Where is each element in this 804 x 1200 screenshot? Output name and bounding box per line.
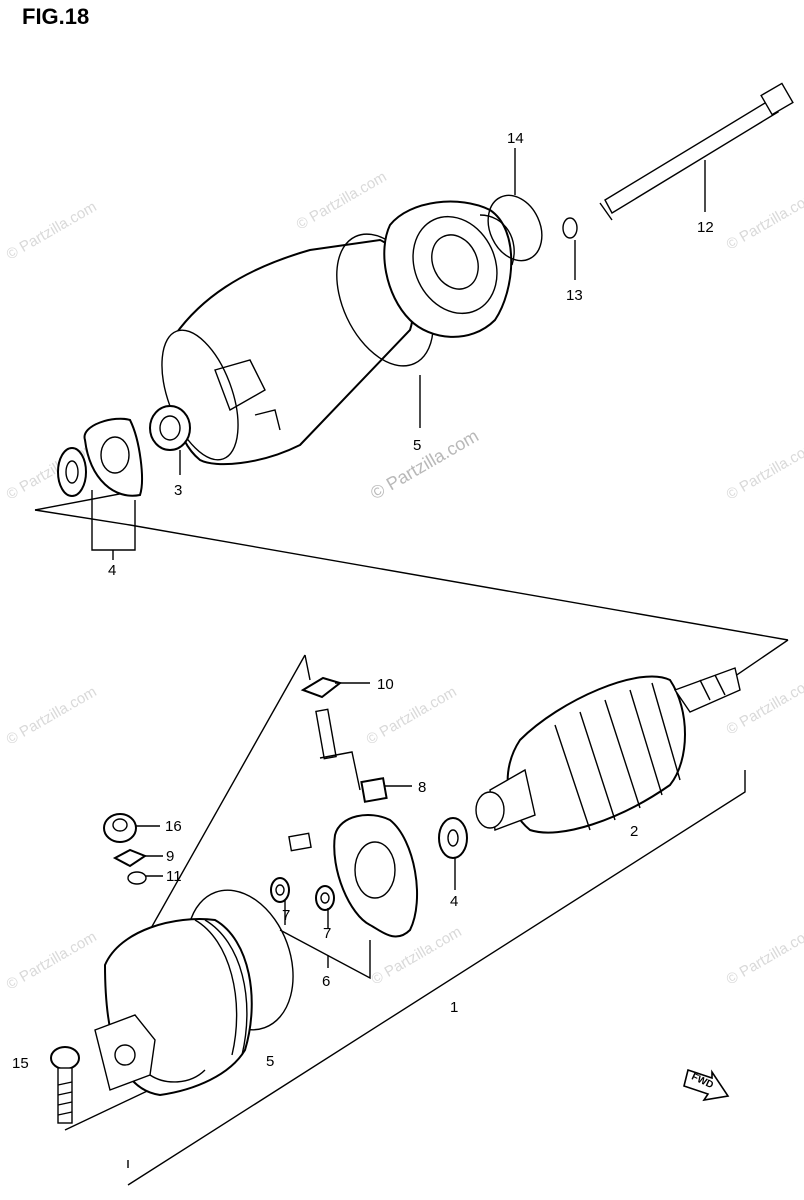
watermark-text: © Partzilla.com [724, 438, 804, 503]
part-armature-2 [475, 667, 741, 834]
callout-5-bottom: 5 [266, 1053, 274, 1070]
part-plate-10 [300, 676, 343, 699]
figure-title: FIG.18 [22, 4, 90, 29]
watermark-text: © Partzilla.com [294, 168, 390, 233]
part-bushing-3 [149, 405, 191, 451]
watermark-text: © Partzilla.com [724, 188, 804, 253]
part-washer-9 [112, 848, 148, 868]
callout-8: 8 [418, 779, 426, 796]
callout-6: 6 [322, 973, 330, 990]
part-washer-4-mid [438, 817, 468, 859]
part-terminal-bolt-8 [315, 708, 388, 803]
callout-2: 2 [630, 823, 638, 840]
watermark-text: © Partzilla.com [4, 928, 100, 993]
fwd-direction-marker: FWD [683, 1068, 730, 1102]
part-through-bolt-12 [599, 82, 794, 221]
part-nut-16 [103, 813, 137, 843]
callout-11: 11 [166, 868, 182, 885]
callout-4-top: 4 [108, 562, 116, 579]
watermark-text: © Partzilla.com [4, 198, 100, 263]
callout-4-mid: 4 [450, 893, 458, 910]
boundary-left-diagonal [149, 654, 306, 931]
boundary-top-left [34, 491, 131, 511]
callout-9: 9 [166, 848, 174, 865]
part-washer-set-4-top [57, 417, 143, 497]
callout-16: 16 [165, 818, 182, 835]
rear-bracket [383, 200, 515, 338]
callout-12: 12 [697, 219, 714, 236]
assembly-boundary [34, 491, 789, 1186]
part-washer-11 [127, 871, 147, 885]
watermark-text: © Partzilla.com [367, 425, 482, 503]
watermark-text: © Partzilla.com [724, 923, 804, 988]
callout-15: 15 [12, 1055, 29, 1072]
front-housing [94, 918, 253, 1097]
part-bushing-7-a [270, 877, 290, 903]
callout-13: 13 [566, 287, 583, 304]
boundary-top-line [34, 509, 789, 641]
boundary-bottom-left [64, 1084, 161, 1131]
callout-5-top: 5 [413, 437, 421, 454]
callout-7-b: 7 [323, 925, 331, 942]
callout-7-a: 7 [282, 907, 290, 924]
part-bushing-7-b [315, 885, 335, 911]
part-washer-13 [562, 217, 578, 239]
boundary-bottom-line [127, 770, 746, 1186]
callout-3: 3 [174, 482, 182, 499]
callout-1: 1 [450, 999, 458, 1016]
boundary-apex [304, 654, 311, 681]
callout-10: 10 [377, 676, 394, 693]
callout-14: 14 [507, 130, 524, 147]
part-o-ring-14 [487, 194, 543, 262]
callout-labels: 14 12 13 5 3 4 10 8 2 16 9 11 4 7 7 6 1 … [12, 130, 714, 1072]
leader-lines [91, 148, 706, 980]
part-bolt-15 [50, 1046, 80, 1124]
part-brush-holder-6 [288, 814, 419, 938]
watermark-text: © Partzilla.com [4, 683, 100, 748]
